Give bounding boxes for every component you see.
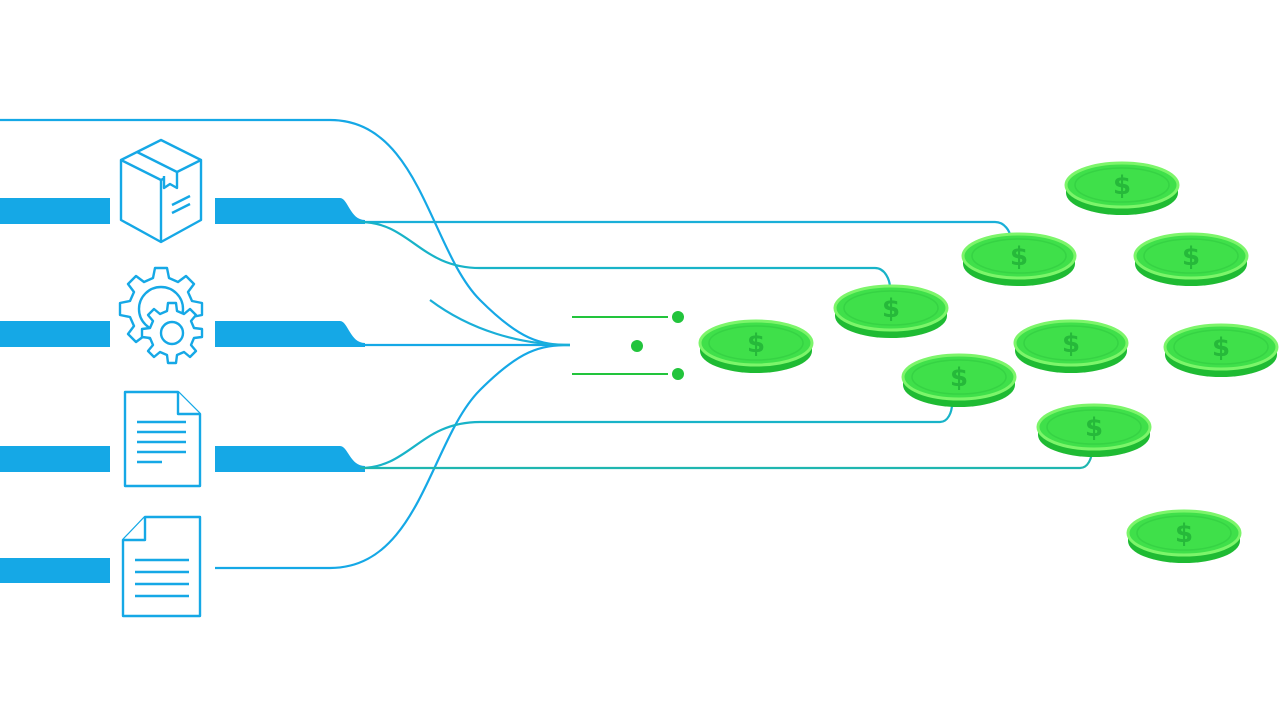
dollar-sign: $: [882, 294, 900, 324]
document-icon: [123, 390, 202, 488]
motion-marks: [572, 311, 684, 380]
input-bar: [215, 446, 365, 472]
dollar-coin: $: [1163, 323, 1279, 377]
flow-line: [360, 220, 1012, 237]
dollar-sign: $: [1010, 242, 1028, 272]
flow-line: [359, 220, 892, 289]
dollar-coin: $: [1126, 509, 1242, 563]
input-bar: [215, 321, 365, 347]
gear-icon: [118, 266, 204, 365]
dollar-sign: $: [950, 363, 968, 393]
dollar-coin: $: [1036, 403, 1152, 457]
input-bar: [0, 558, 110, 583]
input-bar: [215, 198, 365, 224]
dollar-coin: $: [961, 232, 1077, 286]
dollar-sign: $: [1175, 519, 1193, 549]
flow-line: [429, 299, 571, 347]
dollar-sign: $: [1113, 171, 1131, 201]
dollar-coin: $: [1133, 232, 1249, 286]
flow-line: [215, 343, 571, 570]
green-dot: [672, 311, 684, 323]
flow-line: [359, 403, 954, 470]
dollar-sign: $: [1085, 413, 1103, 443]
dollar-sign: $: [1212, 333, 1230, 363]
input-bar: [0, 446, 110, 472]
dollar-coin: $: [901, 353, 1017, 407]
flow-line: [0, 118, 571, 347]
green-dot: [631, 340, 643, 352]
box-icon: [119, 138, 203, 244]
dollar-sign: $: [1182, 242, 1200, 272]
dollar-sign: $: [1062, 329, 1080, 359]
input-bars: [0, 198, 365, 583]
dollar-coin: $: [1064, 161, 1180, 215]
input-bar: [0, 321, 110, 347]
document-icon: [121, 515, 202, 618]
coin-group: $ $ $ $ $ $ $ $ $ $: [698, 161, 1279, 563]
input-bar: [0, 198, 110, 224]
dollar-coin: $: [833, 284, 949, 338]
dollar-coin: $: [698, 319, 814, 373]
dollar-coin: $: [1013, 319, 1129, 373]
dollar-sign: $: [747, 329, 765, 359]
flow-line: [360, 449, 1094, 470]
green-dot: [672, 368, 684, 380]
